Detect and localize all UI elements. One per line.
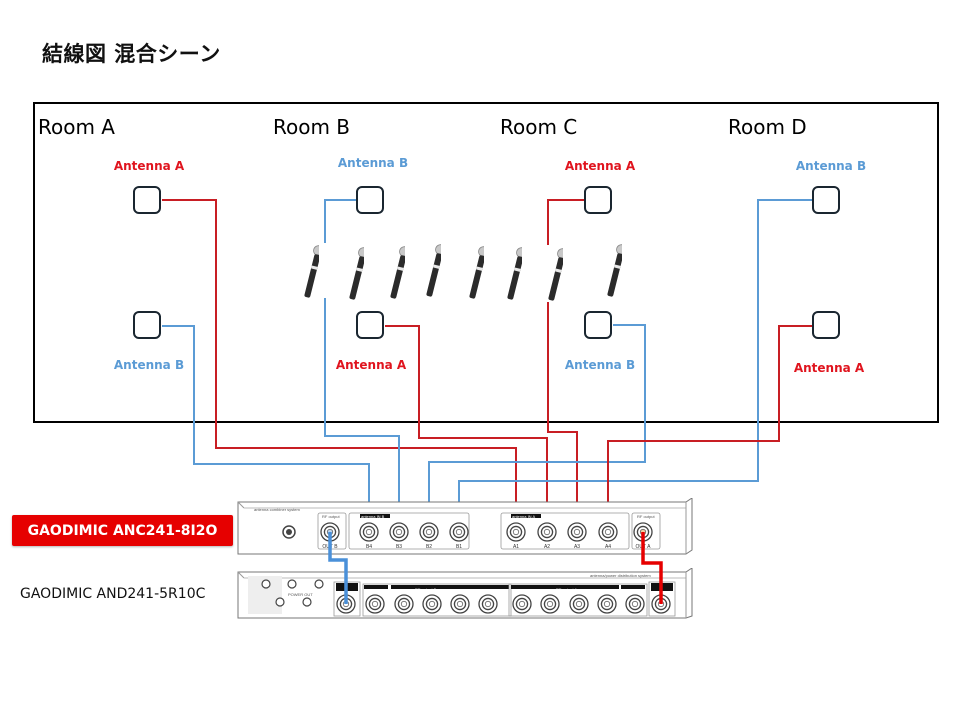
room-a-top-antenna-label: Antenna A — [113, 159, 185, 173]
distributor-port-7 — [512, 594, 532, 614]
distributor-rf-output-a-label: RF output A — [556, 587, 578, 592]
combiner-port-label-a3: A3 — [573, 544, 581, 550]
room-b-antenna-b-icon — [356, 186, 384, 214]
handheld-microphone-icon — [469, 246, 484, 299]
room-a-antenna-a-icon — [133, 186, 161, 214]
combiner-rf-output-b-label: RF output — [322, 514, 340, 519]
combiner-rf-output-a-label: RF output — [637, 514, 655, 519]
distributor-port-11 — [625, 594, 645, 614]
combiner-out-a-port — [633, 522, 653, 542]
combiner-panel-title: antenna combiner system — [254, 507, 300, 512]
room-b-bottom-antenna-label: Antenna A — [335, 358, 407, 372]
room-d-bottom-antenna-label: Antenna A — [793, 361, 865, 375]
room-c-top-antenna-label: Antenna A — [564, 159, 636, 173]
room-d-label: Room D — [728, 115, 807, 139]
room-b-antenna-a-icon — [356, 311, 384, 339]
combiner-device-label: GAODIMIC ANC241-8I2O — [12, 515, 233, 546]
room-c-antenna-a-icon — [584, 186, 612, 214]
distributor-port-10 — [597, 594, 617, 614]
room-a-label: Room A — [38, 115, 115, 139]
room-c-bottom-antenna-label: Antenna B — [564, 358, 636, 372]
combiner-port-b1 — [449, 522, 469, 542]
room-c-antenna-b-icon — [584, 311, 612, 339]
distributor-port-2 — [365, 594, 385, 614]
combiner-port-label-b1: B1 — [455, 544, 463, 550]
combiner-port-label-a2: A2 — [543, 544, 551, 550]
distributor-panel-title: antenna/power distribution system — [590, 573, 651, 578]
combiner-out-b-port — [320, 522, 340, 542]
combiner-port-label-b2: B2 — [425, 544, 433, 550]
distributor-port-3 — [394, 594, 414, 614]
room-d-top-antenna-label: Antenna B — [795, 159, 867, 173]
handheld-microphone-icon — [507, 247, 522, 300]
combiner-port-b2 — [419, 522, 439, 542]
combiner-port-a1 — [506, 522, 526, 542]
room-d-antenna-b-icon — [812, 186, 840, 214]
combiner-port-label-b4: B4 — [365, 544, 373, 550]
distributor-port-12 — [651, 594, 671, 614]
distributor-port-9 — [569, 594, 589, 614]
distributor-port-6 — [478, 594, 498, 614]
handheld-microphone-icon — [607, 244, 622, 297]
page-title: 結線図 混合シーン — [42, 42, 221, 66]
handheld-microphone-icon — [390, 246, 405, 299]
room-a-antenna-b-icon — [133, 311, 161, 339]
distributor-port-4 — [422, 594, 442, 614]
combiner-out-a-label: OUT A — [635, 544, 651, 550]
room-c-label: Room C — [500, 115, 578, 139]
distributor-device-label: GAODIMIC AND241-5R10C — [20, 586, 206, 602]
distributor-rf-output-b-label: RF output B — [415, 587, 437, 592]
distributor-port-8 — [540, 594, 560, 614]
combiner-port-b4 — [359, 522, 379, 542]
combiner-group-a-label: antenna IN A — [512, 514, 536, 519]
room-b-label: Room B — [273, 115, 351, 139]
distributor-power-out-label: POWER OUT — [288, 592, 313, 597]
combiner-port-a4 — [598, 522, 618, 542]
handheld-microphone-icon — [548, 248, 563, 301]
combiner-port-a2 — [537, 522, 557, 542]
combiner-group-b-label: antenna IN B — [361, 514, 385, 519]
combiner-port-label-b3: B3 — [395, 544, 403, 550]
combiner-port-label-a1: A1 — [512, 544, 520, 550]
handheld-microphone-icon — [349, 247, 364, 300]
combiner-port-label-a4: A4 — [604, 544, 612, 550]
room-d-antenna-a-icon — [812, 311, 840, 339]
handheld-microphone-icon — [426, 244, 441, 297]
distributor-port-5 — [450, 594, 470, 614]
distributor-port-1 — [336, 594, 356, 614]
room-a-bottom-antenna-label: Antenna B — [113, 358, 185, 372]
combiner-port-b3 — [389, 522, 409, 542]
combiner-port-a3 — [567, 522, 587, 542]
room-b-top-antenna-label: Antenna B — [337, 156, 409, 170]
handheld-microphone-icon — [304, 245, 319, 298]
combiner-out-b-label: OUT B — [322, 544, 338, 550]
